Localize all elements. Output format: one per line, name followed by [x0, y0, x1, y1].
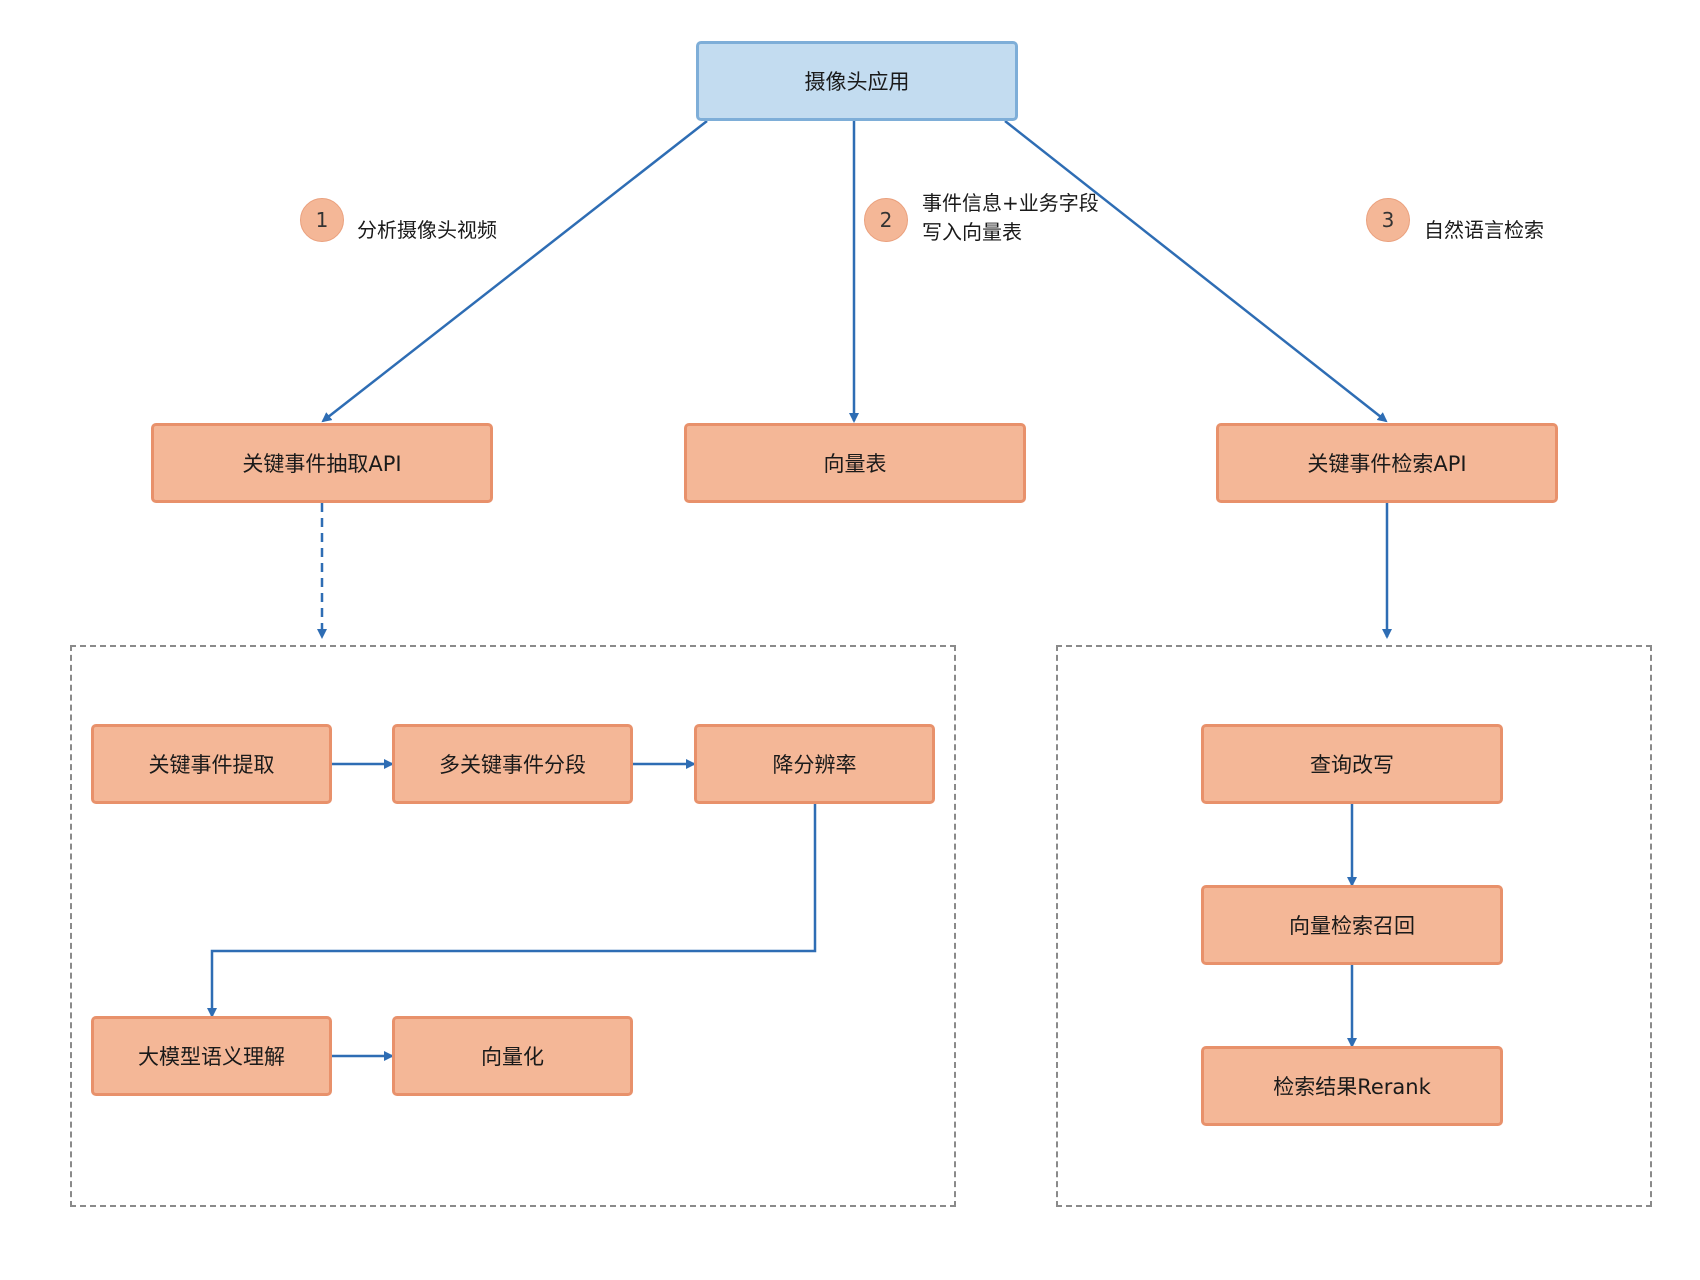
node-multi-event-segmentation: 多关键事件分段 — [392, 724, 633, 804]
arrow-top-to-extract-api — [321, 120, 708, 423]
step-badge-1: 1 — [300, 198, 344, 242]
node-llm-semantic-understanding: 大模型语义理解 — [91, 1016, 332, 1096]
step-label-2-line-2: 写入向量表 — [922, 220, 1022, 244]
node-key-event-search-api: 关键事件检索API — [1216, 423, 1558, 503]
node-vectorization: 向量化 — [392, 1016, 633, 1096]
step-label-3: 自然语言检索 — [1424, 218, 1544, 242]
step-label-2-line-1: 事件信息+业务字段 — [922, 191, 1099, 215]
node-key-event-extraction: 关键事件提取 — [91, 724, 332, 804]
node-downscale-resolution: 降分辨率 — [694, 724, 935, 804]
step-label-1: 分析摄像头视频 — [357, 218, 497, 242]
step-badge-2: 2 — [864, 198, 908, 242]
node-camera-app: 摄像头应用 — [696, 41, 1018, 121]
step-badge-3: 3 — [1366, 198, 1410, 242]
node-vector-table: 向量表 — [684, 423, 1026, 503]
node-vector-recall: 向量检索召回 — [1201, 885, 1503, 965]
node-key-event-extract-api: 关键事件抽取API — [151, 423, 493, 503]
node-query-rewrite: 查询改写 — [1201, 724, 1503, 804]
arrow-downscale-to-llm — [207, 804, 817, 1018]
node-result-rerank: 检索结果Rerank — [1201, 1046, 1503, 1126]
group-search-pipeline — [1056, 645, 1652, 1207]
arrow-top-to-search-api — [1004, 120, 1388, 423]
group-extract-pipeline — [70, 645, 956, 1207]
